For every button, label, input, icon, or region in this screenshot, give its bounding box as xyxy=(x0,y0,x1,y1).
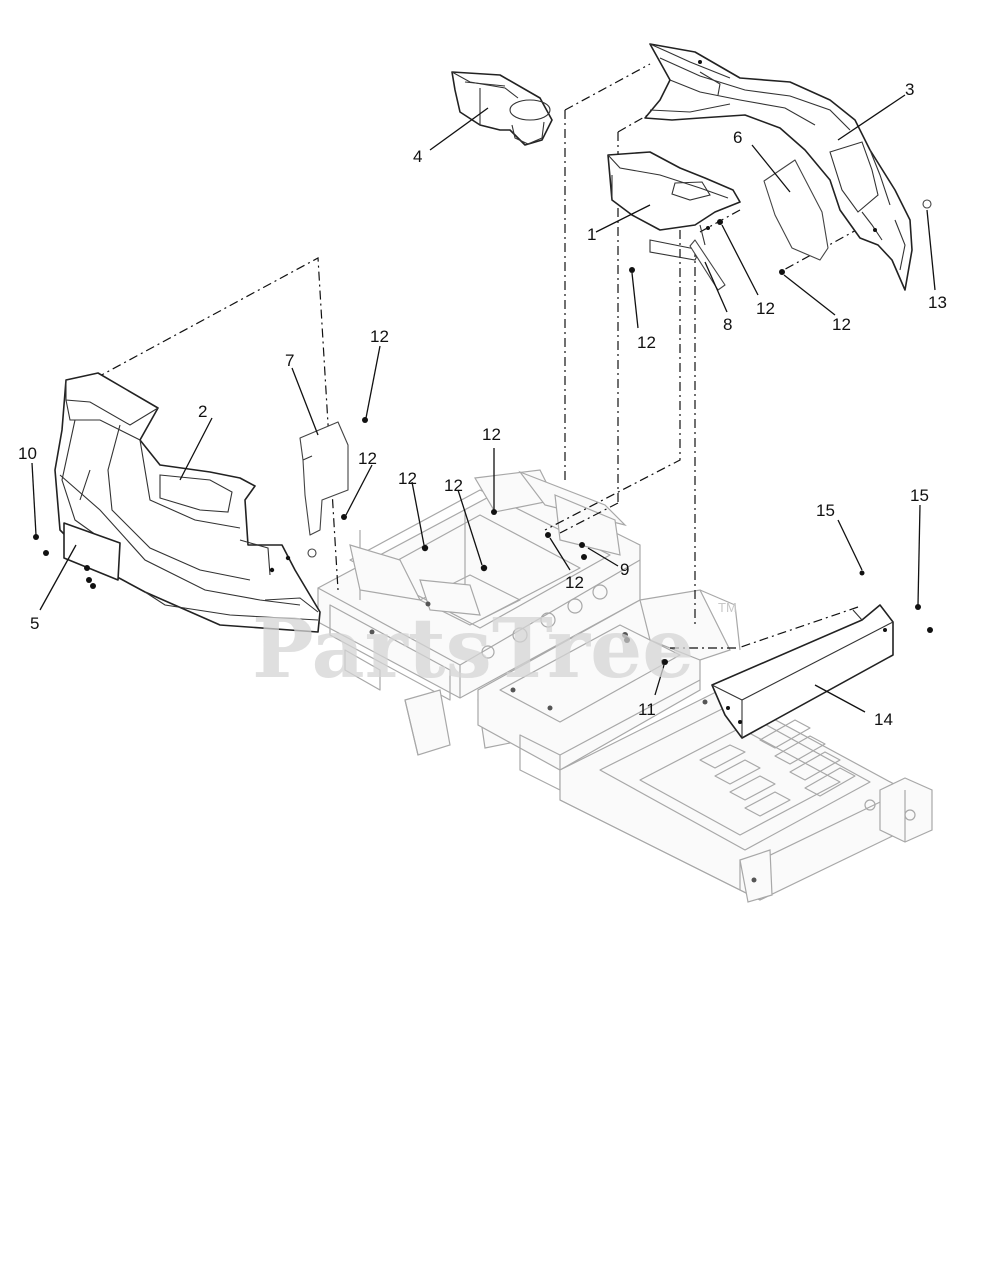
callout-11: 11 xyxy=(638,700,656,719)
part-5-plate[interactable] xyxy=(43,522,121,589)
part-14-rear-bar[interactable] xyxy=(711,604,894,739)
chassis-frame xyxy=(317,469,933,903)
callout-4: 4 xyxy=(413,147,422,166)
callout-14: 14 xyxy=(874,710,893,729)
part-3-rear-fender[interactable] xyxy=(644,43,913,291)
part-7-bracket[interactable] xyxy=(299,421,349,558)
watermark-text: PartsTree xyxy=(252,601,694,697)
leader-lines xyxy=(31,94,936,713)
callout-12-c: 12 xyxy=(398,469,417,488)
watermark-tm: TM xyxy=(718,600,737,615)
callout-12-b: 12 xyxy=(358,449,377,468)
callout-12-i: 12 xyxy=(832,315,851,334)
callout-9: 9 xyxy=(620,560,629,579)
callout-6: 6 xyxy=(733,128,742,147)
watermark: PartsTree TM xyxy=(252,600,737,697)
callout-3: 3 xyxy=(905,80,914,99)
callout-8: 8 xyxy=(723,315,732,334)
callout-12-h: 12 xyxy=(756,299,775,318)
callout-15-a: 15 xyxy=(816,501,835,520)
callout-5: 5 xyxy=(30,614,39,633)
callout-10: 10 xyxy=(18,444,37,463)
part-2-front-fender[interactable] xyxy=(54,372,321,633)
callout-7: 7 xyxy=(285,351,294,370)
part-4-cup-holder[interactable] xyxy=(451,71,553,146)
callout-12-e: 12 xyxy=(482,425,501,444)
part-8-bracket[interactable] xyxy=(689,239,726,291)
callout-12-f: 12 xyxy=(565,573,584,592)
callout-labels: 1 2 3 4 5 6 7 8 9 10 11 12 12 12 12 12 1… xyxy=(18,80,947,729)
callout-12-d: 12 xyxy=(444,476,463,495)
callout-2: 2 xyxy=(198,402,207,421)
part-6-plate[interactable] xyxy=(763,159,829,261)
hardware xyxy=(33,199,933,665)
callout-12-g: 12 xyxy=(637,333,656,352)
callout-13: 13 xyxy=(928,293,947,312)
callout-12-a: 12 xyxy=(370,327,389,346)
part-1-console[interactable] xyxy=(607,151,741,261)
callout-1: 1 xyxy=(587,225,596,244)
callout-15-b: 15 xyxy=(910,486,929,505)
